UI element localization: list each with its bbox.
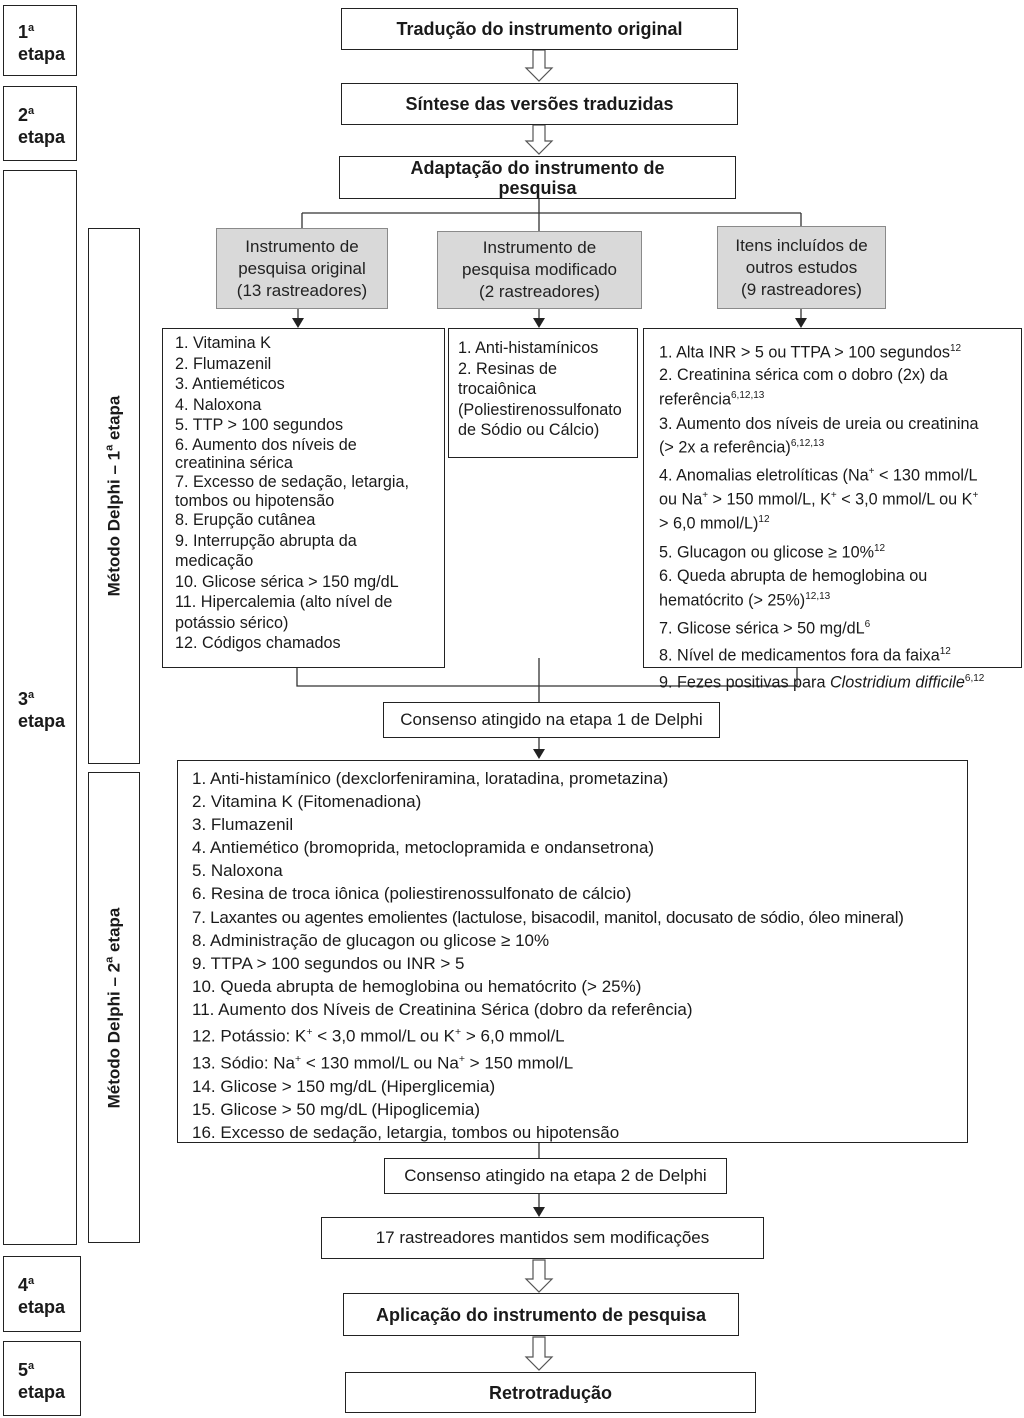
list-item: 7. Laxantes ou agentes emolientes (lactu… (192, 907, 904, 927)
list-item: 12. Potássio: K+ < 3,0 mmol/L ou K+ > 6,… (192, 1026, 565, 1046)
hollow-arrow-2 (524, 124, 554, 155)
list-item: 2. Creatinina sérica com o dobro (2x) da (659, 365, 948, 384)
consensus-delphi-1: Consenso atingido na etapa 1 de Delphi (383, 702, 720, 738)
consensus-delphi-2: Consenso atingido na etapa 2 de Delphi (384, 1158, 727, 1194)
list-item: 9. Interrupção abrupta da (175, 531, 357, 550)
back-translation-step: Retrotradução (345, 1372, 756, 1413)
list-item: trocaiônica (458, 380, 537, 398)
list-item: 11. Aumento dos Níveis de Creatinina Sér… (192, 999, 693, 1019)
list-item: 2. Resinas de (458, 359, 557, 378)
list-item: (Poliestirenossulfonato (458, 400, 622, 419)
list-item: 8. Nível de medicamentos fora da faixa12 (659, 645, 951, 665)
list-item: 5. Naloxona (192, 861, 283, 881)
list-item: > 6,0 mmol/L)12 (659, 514, 770, 533)
hollow-arrow-5 (524, 1336, 554, 1371)
delphi-round-2-label: Método Delphi – 2a etapa (88, 772, 140, 1243)
list-item: referência6,12,13 (659, 389, 765, 408)
stage-5-label: 5a etapa (3, 1341, 81, 1416)
list-item: 9. Fezes positivas para Clostridium diff… (659, 672, 985, 692)
list-modified-instrument: 1. Anti-histamínicos 2. Resinas de troca… (448, 328, 638, 458)
list-item: 5. TTP > 100 segundos (175, 416, 344, 434)
list-item: 2. Vitamina K (Fitomenadiona) (192, 792, 422, 812)
list-item: 10. Queda abrupta de hemoglobina ou hema… (192, 976, 642, 996)
stage-3-label: 3a etapa (3, 170, 77, 1245)
list-item: 7. Glicose sérica > 50 mg/dL6 (659, 618, 871, 638)
arrow-head (795, 318, 807, 328)
list-other-studies: 1. Alta INR > 5 ou TTPA > 100 segundos12… (643, 328, 1022, 691)
merge-lines (296, 668, 798, 687)
list-item: (> 2x a referência)6,12,13 (659, 438, 825, 457)
list-item: medicação (175, 552, 254, 570)
arrow-head (292, 318, 304, 328)
list-item: 1. Vitamina K (175, 334, 271, 352)
list-item: hematócrito (> 25%)12,13 (659, 590, 831, 610)
list-item: 6. Resina de troca iônica (poliestirenos… (192, 884, 632, 904)
stage-4-label: 4a etapa (3, 1256, 81, 1332)
stage-2-label: 2a etapa (3, 86, 77, 161)
list-item: 8. Administração de glucagon ou glicose … (192, 930, 550, 950)
list-item: 8. Erupção cutânea (175, 511, 316, 529)
list-item: 5. Glucagon ou glicose ≥ 10%12 (659, 543, 886, 562)
list-item: 13. Sódio: Na+ < 130 mmol/L ou Na+ > 150… (192, 1052, 574, 1073)
list-item: 12. Códigos chamados (175, 634, 341, 652)
list-item: tombos ou hipotensão (175, 492, 335, 510)
list-item: potássio sérico) (175, 613, 289, 632)
list-item: 14. Glicose > 150 mg/dL (Hiperglicemia) (192, 1076, 496, 1096)
list-item: 3. Antieméticos (175, 375, 285, 393)
arrow-head (533, 318, 545, 328)
list-item: 11. Hipercalemia (alto nível de (175, 593, 393, 611)
list-item: 15. Glicose > 50 mg/dL (Hipoglicemia) (192, 1099, 481, 1119)
delphi-round-1-label: Método Delphi – 1a etapa (88, 228, 140, 764)
list-item: de Sódio ou Cálcio) (458, 421, 600, 439)
list-item: 16. Excesso de sedação, letargia, tombos… (192, 1122, 620, 1142)
trackers-maintained: 17 rastreadores mantidos sem modificaçõe… (321, 1217, 764, 1259)
adaptation-step: Adaptação do instrumento de pesquisa (339, 156, 736, 199)
list-item: 10. Glicose sérica > 150 mg/dL (175, 572, 399, 591)
arrow-head (533, 1207, 545, 1217)
list-item: 3. Flumazenil (192, 815, 294, 835)
list-item: 7. Excesso de sedação, letargia, (175, 472, 409, 491)
list-item: 1. Anti-histamínicos (458, 339, 599, 357)
list-item: 3. Aumento dos níveis de ureia ou creati… (659, 414, 979, 433)
hollow-arrow-4 (524, 1259, 554, 1293)
list-item: 1. Anti-histamínico (dexclorfeniramina, … (192, 769, 669, 788)
synthesis-step: Síntese das versões traduzidas (341, 83, 738, 125)
list-item: 9. TTPA > 100 segundos ou INR > 5 (192, 953, 465, 973)
list-item: 6. Aumento dos níveis de (175, 435, 357, 454)
list-item: creatinina sérica (175, 453, 293, 472)
list-final-trackers: 1. Anti-histamínico (dexclorfeniramina, … (177, 760, 968, 1143)
list-item: 1. Alta INR > 5 ou TTPA > 100 segundos12 (659, 343, 962, 362)
translation-step: Tradução do instrumento original (341, 8, 738, 50)
list-item: 6. Queda abrupta de hemoglobina ou (659, 567, 928, 586)
list-item: 4. Antiemético (bromoprida, metocloprami… (192, 838, 655, 858)
hollow-arrow-1 (524, 49, 554, 82)
stage-1-label: 1a etapa (3, 5, 77, 76)
arrow-head (533, 749, 545, 759)
list-item: 4. Anomalias eletrolíticas (Na+ < 130 mm… (659, 466, 978, 485)
list-item: 4. Naloxona (175, 395, 262, 414)
application-step: Aplicação do instrumento de pesquisa (343, 1293, 739, 1336)
list-item: 2. Flumazenil (175, 354, 272, 373)
list-item: ou Na+ > 150 mmol/L, K+ < 3,0 mmol/L ou … (659, 490, 979, 509)
list-original-instrument: 1. Vitamina K 2. Flumazenil 3. Antieméti… (162, 328, 445, 668)
